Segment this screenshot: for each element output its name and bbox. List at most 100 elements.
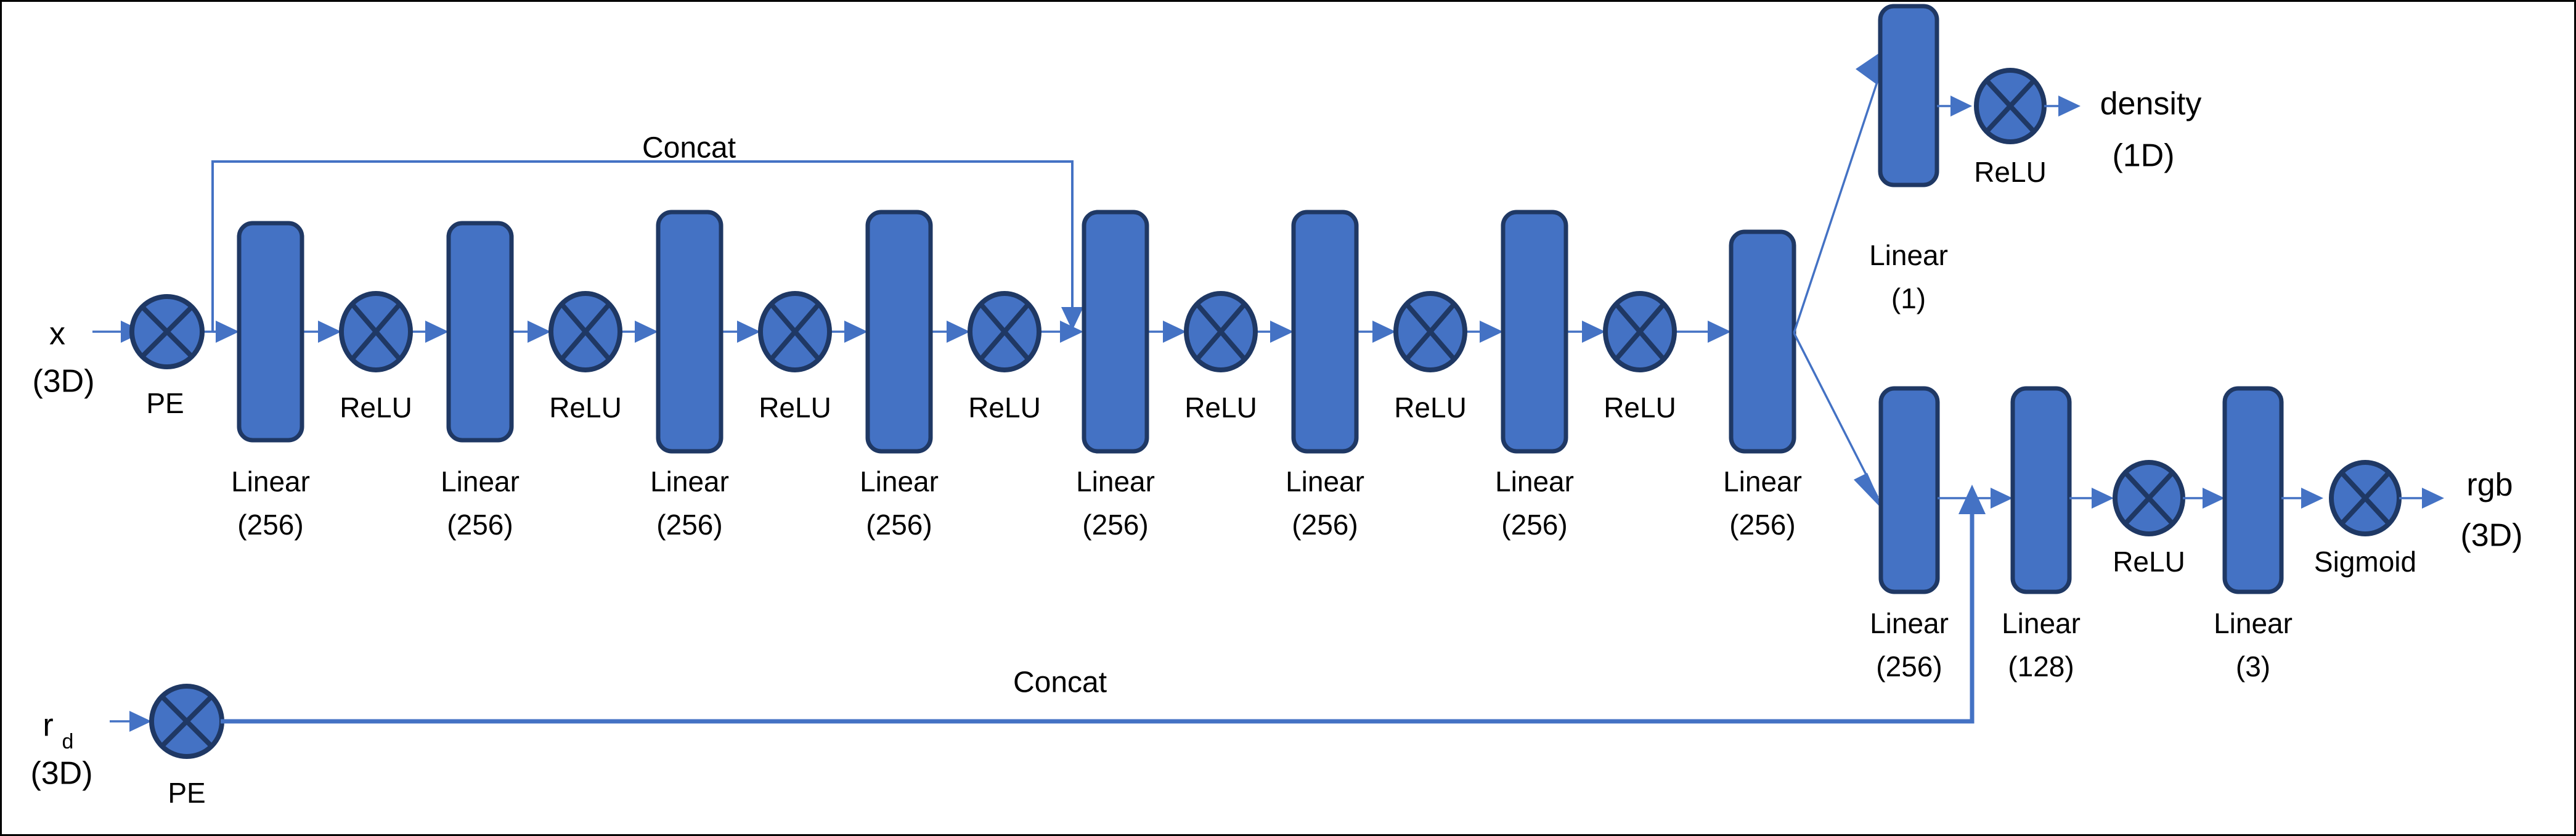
trunk-relu-1-label: ReLU: [340, 391, 412, 424]
rgb-linear-256-units: (256): [1876, 650, 1942, 682]
pe-encoder-rd[interactable]: PE: [149, 684, 224, 809]
cross-icon: [1195, 303, 1247, 361]
trunk-linear-7-units: (256): [1501, 509, 1567, 541]
trunk-linear-1-block[interactable]: [237, 221, 304, 443]
input-x-dim: (3D): [32, 364, 94, 400]
rgb-linear-3-units: (3): [2236, 650, 2270, 682]
trunk-relu-7[interactable]: ReLU: [1603, 291, 1677, 424]
trunk-linear-2-block[interactable]: [446, 221, 514, 443]
trunk-linear-2[interactable]: Linear (256): [441, 221, 520, 541]
rgb-linear-256-block[interactable]: [1878, 386, 1940, 594]
rgb-linear-3-block[interactable]: [2222, 386, 2284, 594]
rgb-relu-label: ReLU: [2113, 546, 2185, 578]
trunk-linear-7-label: Linear: [1495, 465, 1574, 498]
pe-encoder-x[interactable]: PE: [129, 294, 205, 419]
trunk-linear-6-block[interactable]: [1291, 210, 1359, 454]
input-rd-wire: [110, 711, 152, 732]
input-x-symbol: x: [49, 316, 65, 352]
density-linear-label: Linear: [1869, 239, 1948, 271]
cross-icon: [160, 695, 213, 748]
rgb-linear-256[interactable]: Linear (256): [1870, 386, 1949, 682]
rgb-linear-128-units: (128): [2008, 650, 2074, 682]
input-rd-dim: (3D): [30, 756, 92, 792]
skip-connection-xyz: [211, 160, 1083, 332]
trunk-relu-4[interactable]: ReLU: [968, 291, 1041, 424]
trunk-linear-4-units: (256): [866, 509, 932, 541]
density-relu[interactable]: ReLU: [1974, 68, 2047, 188]
trunk-linear-1-units: (256): [237, 509, 303, 541]
rgb-wire-128-relu: [2069, 488, 2114, 509]
rgb-wire-linear3-sigmoid: [2281, 488, 2323, 509]
skip-connection-dir: [221, 485, 1986, 724]
input-rd-subscript: d: [62, 730, 74, 753]
rgb-linear-128[interactable]: Linear (128): [2002, 386, 2081, 682]
cross-icon: [2340, 471, 2391, 525]
density-output-wire: [2044, 96, 2081, 117]
trunk-linear-4[interactable]: Linear (256): [860, 210, 939, 541]
trunk-linear-5-label: Linear: [1076, 465, 1155, 498]
trunk-relu-5-label: ReLU: [1184, 391, 1257, 424]
trunk-linear-4-block[interactable]: [865, 210, 933, 454]
density-linear-block[interactable]: [1878, 4, 1939, 187]
cross-icon: [1985, 79, 2036, 133]
trunk-linear-5-block[interactable]: [1082, 210, 1149, 454]
output-rgb-label: rgb: [2466, 467, 2513, 503]
output-rgb: rgb (3D): [2460, 467, 2522, 554]
trunk-linear-1[interactable]: Linear (256): [231, 221, 310, 541]
output-density-dim: (1D): [2112, 138, 2174, 174]
rgb-linear-3-label: Linear: [2214, 607, 2293, 639]
density-linear[interactable]: Linear (1): [1869, 4, 1948, 314]
rgb-relu[interactable]: ReLU: [2113, 460, 2185, 578]
trunk-linear-7-block[interactable]: [1501, 210, 1568, 454]
trunk-relu-3[interactable]: ReLU: [758, 291, 832, 424]
pe-encoder-x-label: PE: [146, 387, 184, 419]
trunk-relu-4-label: ReLU: [968, 391, 1041, 424]
cross-icon: [2124, 471, 2174, 525]
trunk-linear-5[interactable]: Linear (256): [1076, 210, 1155, 541]
cross-icon: [979, 303, 1030, 361]
concat-label-dir: Concat: [1013, 666, 1107, 699]
cross-icon: [1404, 303, 1456, 361]
rgb-sigmoid[interactable]: Sigmoid: [2314, 460, 2416, 578]
trunk-linear-1-label: Linear: [231, 465, 310, 498]
cross-icon: [1614, 303, 1666, 361]
trunk-linear-3-block[interactable]: [656, 210, 723, 454]
trunk-relu-6-label: ReLU: [1394, 391, 1467, 424]
output-density: density (1D): [2100, 86, 2202, 174]
rgb-linear-128-block[interactable]: [2010, 386, 2072, 594]
rgb-linear-256-label: Linear: [1870, 607, 1949, 639]
trunk-relu-6[interactable]: ReLU: [1393, 291, 1467, 424]
trunk-linear-8[interactable]: Linear (256): [1723, 229, 1802, 541]
trunk-relu-5[interactable]: ReLU: [1184, 291, 1258, 424]
trunk-linear-3-label: Linear: [650, 465, 729, 498]
pe-encoder-rd-label: PE: [168, 777, 205, 809]
rgb-linear-3[interactable]: Linear (3): [2214, 386, 2293, 682]
rgb-output-wire: [2399, 488, 2444, 509]
trunk-linear-3[interactable]: Linear (256): [650, 210, 729, 541]
rgb-concat-join: [1938, 488, 2013, 509]
trunk-linear-8-block[interactable]: [1729, 229, 1796, 454]
trunk-relu-3-label: ReLU: [759, 391, 831, 424]
density-wires: [1937, 96, 1972, 117]
trunk-linear-6-label: Linear: [1286, 465, 1364, 498]
cross-icon: [560, 303, 611, 361]
density-relu-label: ReLU: [1974, 156, 2047, 188]
input-rd: r d (3D): [30, 708, 92, 792]
trunk-linear-2-label: Linear: [441, 465, 520, 498]
rgb-linear-128-label: Linear: [2002, 607, 2081, 639]
trunk-linear-5-units: (256): [1082, 509, 1148, 541]
cross-icon: [141, 305, 194, 358]
trunk-relu-2[interactable]: ReLU: [548, 291, 622, 424]
rgb-wire-relu-linear3: [2183, 488, 2225, 509]
trunk-relu-1[interactable]: ReLU: [339, 291, 413, 424]
trunk-linear-6[interactable]: Linear (256): [1286, 210, 1364, 541]
rgb-sigmoid-label: Sigmoid: [2314, 546, 2416, 578]
output-density-label: density: [2100, 86, 2202, 122]
trunk-linear-4-label: Linear: [860, 465, 939, 498]
trunk-linear-8-label: Linear: [1723, 465, 1802, 498]
trunk-linear-8-units: (256): [1729, 509, 1795, 541]
trunk-linear-7[interactable]: Linear (256): [1495, 210, 1574, 541]
